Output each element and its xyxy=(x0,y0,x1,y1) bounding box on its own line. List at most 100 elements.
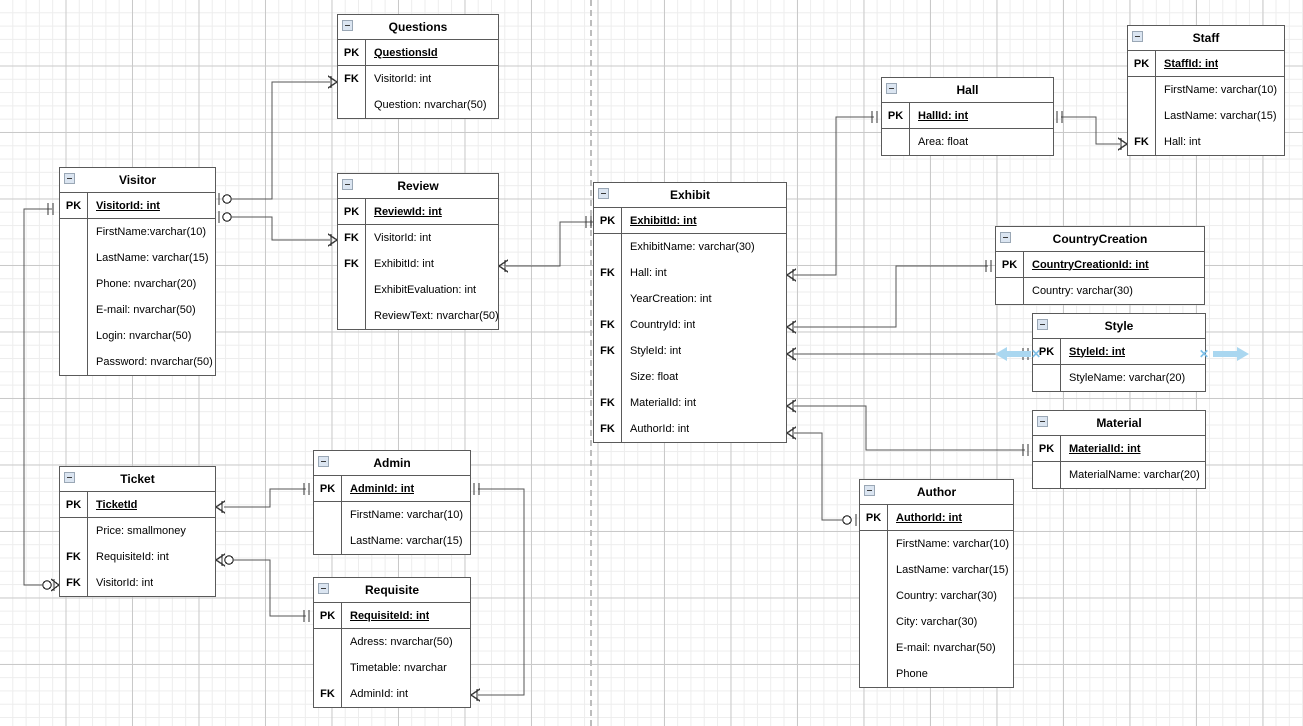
entity-title-bar[interactable]: CountryCreation xyxy=(996,227,1204,252)
style-drag-handle-right[interactable] xyxy=(1211,343,1251,370)
attribute-row[interactable]: LastName: varchar(15) xyxy=(60,245,215,271)
attribute-row[interactable]: Adress: nvarchar(50) xyxy=(314,629,470,655)
attribute-row[interactable]: FirstName:varchar(10) xyxy=(60,219,215,245)
style-drag-handle-left[interactable] xyxy=(993,343,1033,370)
collapse-minus-icon[interactable] xyxy=(1132,31,1143,42)
entity-title-bar[interactable]: Staff xyxy=(1128,26,1284,51)
collapse-minus-icon[interactable] xyxy=(318,583,329,594)
entity-title-bar[interactable]: Questions xyxy=(338,15,498,40)
attribute-row[interactable]: LastName: varchar(15) xyxy=(314,528,470,554)
attribute-row[interactable]: Country: varchar(30) xyxy=(860,583,1013,609)
attribute-row[interactable]: FirstName: varchar(10) xyxy=(1128,77,1284,103)
attribute-row[interactable]: Password: nvarchar(50) xyxy=(60,349,215,375)
attribute-row[interactable]: ExhibitEvaluation: int xyxy=(338,277,498,303)
attribute-row[interactable]: MaterialName: varchar(20) xyxy=(1033,462,1205,488)
collapse-minus-icon[interactable] xyxy=(598,188,609,199)
attribute-row[interactable]: City: varchar(30) xyxy=(860,609,1013,635)
collapse-minus-icon[interactable] xyxy=(1037,416,1048,427)
entity-title-bar[interactable]: Exhibit xyxy=(594,183,786,208)
attribute-row[interactable]: LastName: varchar(15) xyxy=(860,557,1013,583)
attribute-row[interactable]: ReviewText: nvarchar(50) xyxy=(338,303,498,329)
collapse-minus-icon[interactable] xyxy=(318,456,329,467)
entity-title-bar[interactable]: Material xyxy=(1033,411,1205,436)
entity-title-bar[interactable]: Ticket xyxy=(60,467,215,492)
collapse-minus-icon[interactable] xyxy=(886,83,897,94)
collapse-minus-icon[interactable] xyxy=(1037,319,1048,330)
entity-title-bar[interactable]: Requisite xyxy=(314,578,470,603)
attribute-row[interactable]: YearCreation: int xyxy=(594,286,786,312)
attribute-row[interactable]: Question: nvarchar(50) xyxy=(338,92,498,118)
entity-title-bar[interactable]: Hall xyxy=(882,78,1053,103)
entity-title-bar[interactable]: Review xyxy=(338,174,498,199)
attribute-row[interactable]: Area: float xyxy=(882,129,1053,155)
style-left-anchor-marker[interactable]: ✕ xyxy=(1031,347,1042,361)
collapse-minus-icon[interactable] xyxy=(64,472,75,483)
collapse-minus-icon[interactable] xyxy=(342,179,353,190)
attribute-row[interactable]: LastName: varchar(15) xyxy=(1128,103,1284,129)
entity-title-bar[interactable]: Admin xyxy=(314,451,470,476)
attribute-row[interactable]: FirstName: varchar(10) xyxy=(860,531,1013,557)
collapse-minus-icon[interactable] xyxy=(342,20,353,31)
attribute-row[interactable]: Login: nvarchar(50) xyxy=(60,323,215,349)
style-right-anchor-marker[interactable]: ✕ xyxy=(1199,347,1210,361)
attribute-row[interactable]: StyleName: varchar(20) xyxy=(1033,365,1205,391)
entity-title-bar[interactable]: Author xyxy=(860,480,1013,505)
attribute-row[interactable]: FirstName: varchar(10) xyxy=(314,502,470,528)
attribute-row[interactable]: E-mail: nvarchar(50) xyxy=(60,297,215,323)
entity-title-bar[interactable]: Style xyxy=(1033,314,1205,339)
attribute-row[interactable]: E-mail: nvarchar(50) xyxy=(860,635,1013,661)
attribute-row[interactable]: Country: varchar(30) xyxy=(996,278,1204,304)
attribute-row[interactable]: ExhibitName: varchar(30) xyxy=(594,234,786,260)
collapse-minus-icon[interactable] xyxy=(1000,232,1011,243)
attribute-row[interactable]: Price: smallmoney xyxy=(60,518,215,544)
attribute-row[interactable]: Timetable: nvarchar xyxy=(314,655,470,681)
attribute-row[interactable]: Phone: nvarchar(20) xyxy=(60,271,215,297)
collapse-minus-icon[interactable] xyxy=(864,485,875,496)
entity-title-bar[interactable]: Visitor xyxy=(60,168,215,193)
attribute-row[interactable]: Phone xyxy=(860,661,1013,687)
collapse-minus-icon[interactable] xyxy=(64,173,75,184)
attribute-row[interactable]: Size: float xyxy=(594,364,786,390)
